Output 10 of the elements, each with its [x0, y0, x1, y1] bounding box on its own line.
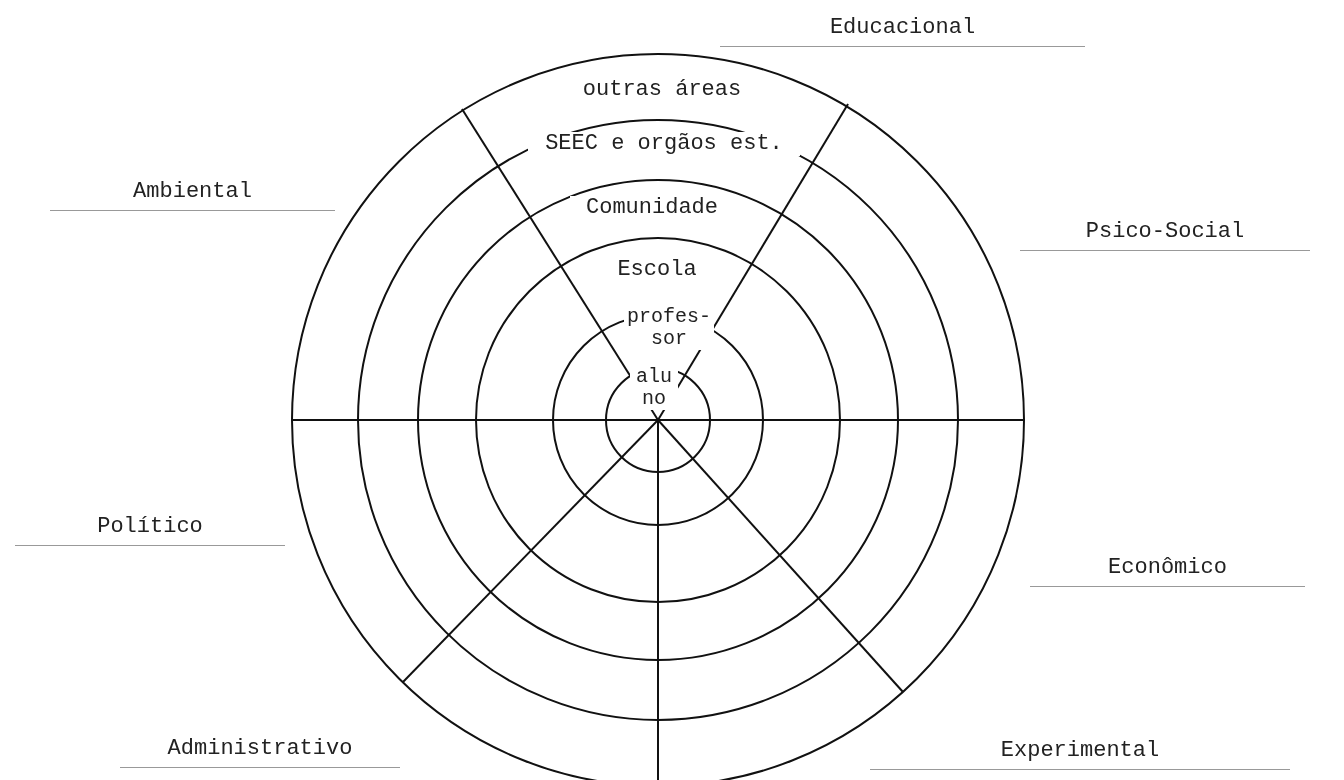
ring-label: alu no — [630, 366, 678, 410]
category-label: Ambiental — [50, 180, 335, 211]
category-label: Experimental — [870, 739, 1290, 770]
category-label: Educacional — [720, 16, 1085, 47]
category-label: Administrativo — [120, 737, 400, 768]
category-label: Político — [15, 515, 285, 546]
ring-label: profes- sor — [624, 306, 714, 350]
ring-label: SEEC e orgãos est. — [528, 132, 800, 156]
category-label: Econômico — [1030, 556, 1305, 587]
category-label: Psico-Social — [1020, 220, 1310, 251]
